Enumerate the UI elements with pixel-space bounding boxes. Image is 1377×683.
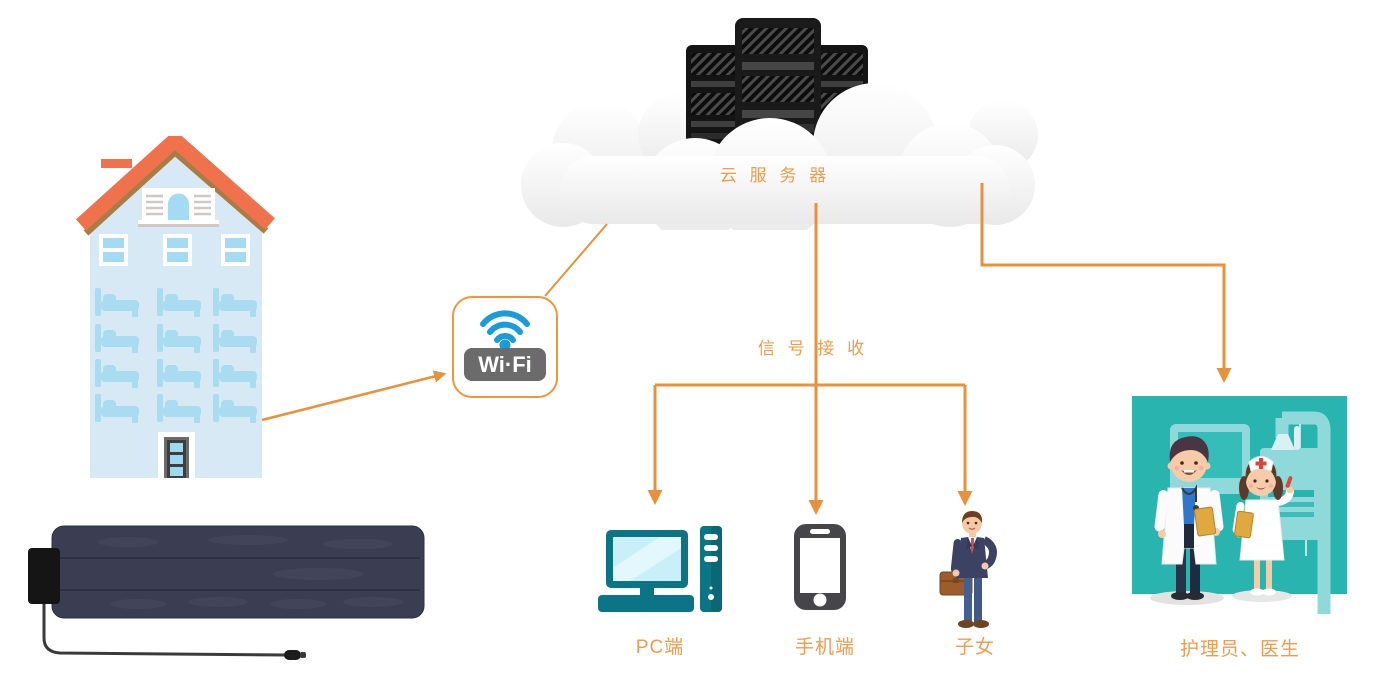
mat-plug	[284, 650, 301, 660]
wifi-badge-label: Wi·Fi	[478, 352, 532, 377]
arrow-building-to-wifi	[261, 370, 447, 422]
medical-staff-illustration	[1132, 396, 1347, 614]
sensor-mat-illustration	[28, 525, 425, 660]
phone-label: 手机端	[794, 637, 855, 658]
roof-dash	[101, 159, 132, 168]
wifi-icon: Wi·Fi	[464, 310, 546, 381]
pc-icon	[598, 526, 722, 612]
cloud-server-illustration	[521, 18, 1038, 230]
roof	[75, 136, 275, 231]
child-person-illustration	[939, 511, 997, 628]
nurse-figure	[1232, 456, 1294, 596]
mat-cable	[42, 604, 287, 657]
phone-icon	[794, 524, 846, 610]
mat-connector	[28, 548, 60, 604]
wifi-badge	[464, 348, 546, 381]
cloud-server-label: 云 服 务 器	[719, 166, 831, 185]
child-label: 子女	[954, 637, 995, 658]
staff-label: 护理员、医生	[1179, 639, 1300, 660]
building-illustration	[75, 136, 275, 478]
nurse-shadow	[1232, 590, 1292, 602]
signal-receive-label: 信 号 接 收	[757, 339, 869, 358]
building-windows	[99, 234, 250, 266]
doctor-figure	[1154, 436, 1224, 600]
roof-trim	[83, 147, 269, 236]
pc-label: PC端	[635, 637, 685, 658]
line-wifi-to-cloud	[544, 223, 608, 297]
wifi-router-box: Wi·Fi	[452, 296, 558, 398]
attic-window	[138, 188, 219, 227]
building-door	[158, 432, 195, 478]
